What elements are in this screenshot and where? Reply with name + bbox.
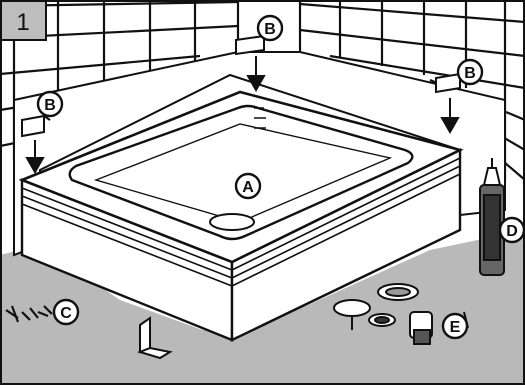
label-a: A — [236, 174, 260, 198]
label-e: E — [443, 314, 467, 338]
label-b-left: B — [38, 92, 62, 116]
label-b-right: B — [458, 60, 482, 84]
label-b-right-text: B — [464, 65, 476, 82]
label-b-center-text: B — [264, 21, 276, 38]
floor-lower — [0, 330, 525, 385]
drain-hole — [210, 214, 254, 230]
label-e-text: E — [450, 319, 461, 336]
label-a-text: A — [242, 179, 254, 196]
label-c-text: C — [60, 305, 72, 322]
step-badge: 1 — [0, 0, 46, 40]
label-b-left-text: B — [44, 97, 56, 114]
label-b-center: B — [258, 16, 282, 40]
label-d: D — [500, 218, 524, 242]
label-c: C — [54, 300, 78, 324]
label-d-text: D — [506, 223, 518, 240]
step-number: 1 — [16, 9, 29, 36]
